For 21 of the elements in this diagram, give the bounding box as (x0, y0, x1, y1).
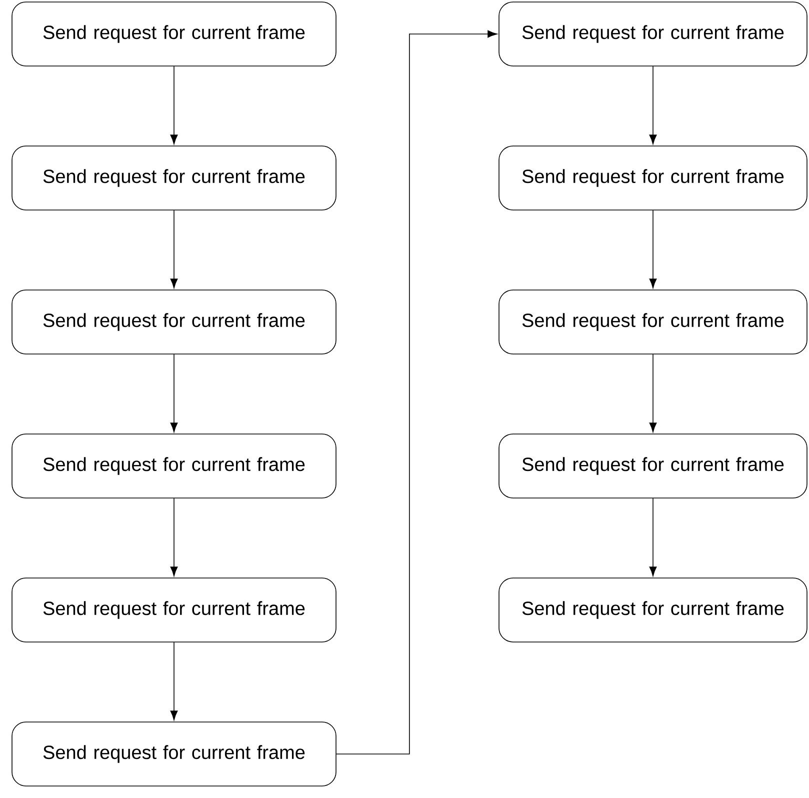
process-box: Send request for current frame (498, 2, 808, 66)
arrow (170, 354, 178, 432)
process-box: Send request for current frame (498, 578, 808, 642)
process-box: Send request for current frame (498, 290, 808, 354)
process-box: Send request for current frame (12, 578, 336, 642)
arrow (336, 30, 498, 754)
arrow (170, 498, 178, 576)
process-box: Send request for current frame (498, 434, 808, 498)
arrow (170, 642, 178, 720)
process-box: Send request for current frame (498, 146, 808, 210)
process-box: Send request for current frame (12, 722, 336, 786)
arrow (649, 498, 657, 576)
process-box: Send request for current frame (12, 290, 336, 354)
arrow (649, 354, 657, 432)
arrow (649, 66, 657, 144)
arrow (170, 66, 178, 144)
process-box: Send request for current frame (12, 146, 336, 210)
process-box: Send request for current frame (12, 2, 336, 66)
arrow (649, 210, 657, 288)
process-box: Send request for current frame (12, 434, 336, 498)
arrow (170, 210, 178, 288)
